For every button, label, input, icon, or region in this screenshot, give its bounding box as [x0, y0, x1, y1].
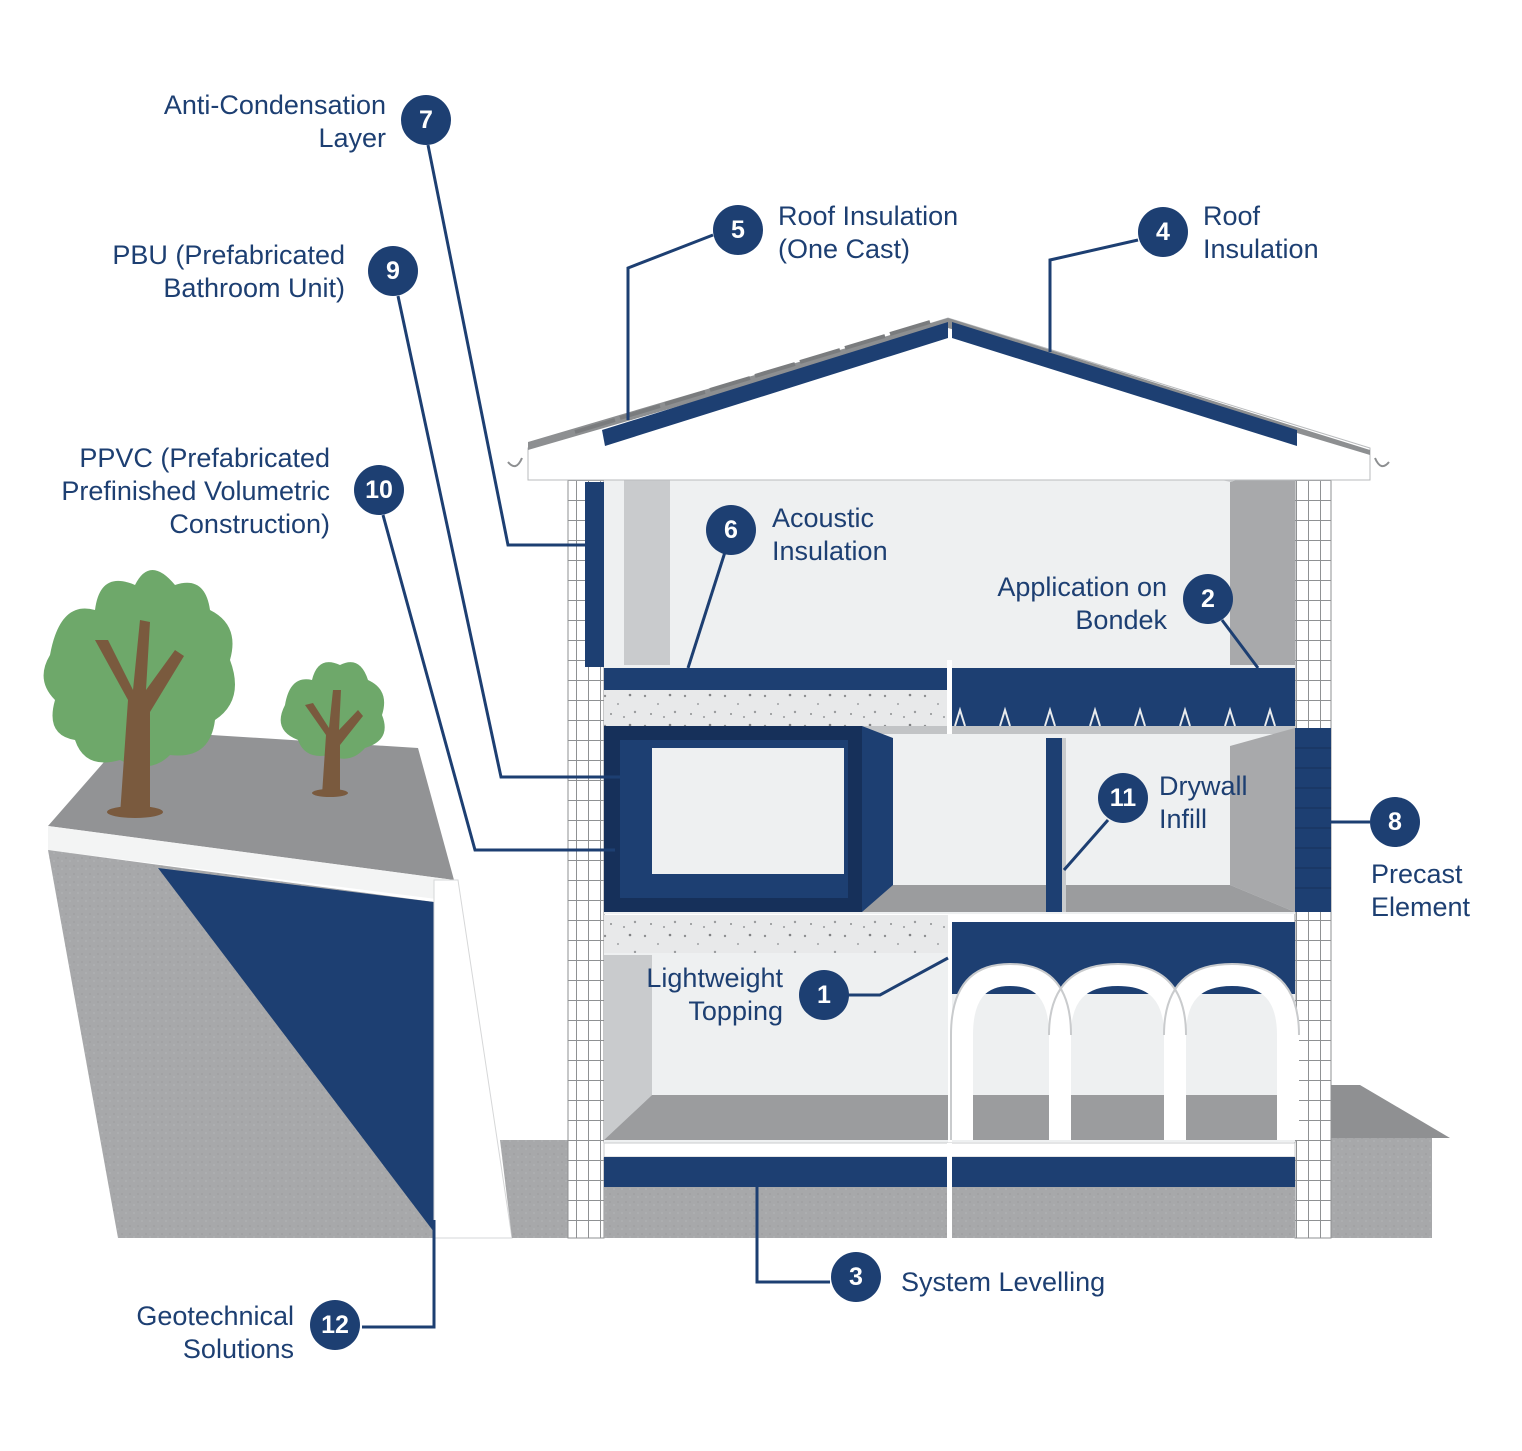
gutter-left	[507, 457, 523, 468]
middle-floor-ground	[862, 885, 1295, 912]
callout-badge-4: 4	[1138, 207, 1188, 257]
callout-label-5: Roof Insulation(One Cast)	[778, 201, 959, 264]
pbu-opening	[652, 748, 844, 874]
callout-badge-5: 5	[713, 205, 763, 255]
house	[507, 317, 1390, 1250]
slab-divider	[947, 660, 952, 1250]
callout-badge-6: 6	[706, 505, 756, 555]
leader-lines	[362, 144, 1370, 1329]
retaining-wall-navy	[158, 868, 434, 1232]
leader-3	[755, 1187, 830, 1284]
lightweight-topping-upper	[604, 690, 948, 726]
callout-badge-2: 2	[1183, 574, 1233, 624]
roof-tiles	[574, 320, 931, 434]
ground-floor-left-side	[604, 955, 652, 1140]
leader-9	[396, 295, 620, 779]
leader-1	[848, 956, 949, 997]
roof-insulation-left	[602, 322, 948, 446]
retaining-wall-white	[433, 879, 513, 1239]
bondek-slab	[952, 668, 1295, 726]
leader-7	[426, 144, 585, 547]
callout-badge-9: 9	[368, 246, 418, 296]
ground-strip-left	[500, 1140, 570, 1238]
attic-right-side	[1230, 462, 1295, 665]
callout-label-3: System Levelling	[901, 1267, 1106, 1297]
bondek-ribs	[954, 706, 1276, 727]
callout-badge-3: 3	[831, 1252, 881, 1302]
arch-vaults	[951, 963, 1299, 1140]
callout-badge-8: 8	[1370, 797, 1420, 847]
embankment	[48, 730, 570, 1239]
roof-eave-white	[527, 317, 1371, 481]
lightweight-topping-lower	[604, 915, 948, 953]
precast-element	[1295, 728, 1331, 912]
embankment-edge	[48, 826, 460, 902]
leader-12	[362, 1220, 436, 1329]
leader-5	[626, 233, 714, 420]
callout-badge-10: 10	[354, 465, 404, 515]
leader-2	[1220, 619, 1260, 669]
callout-badge-12: 12	[310, 1300, 360, 1350]
roof-insulation-right	[952, 322, 1297, 446]
callout-badge-7: 7	[401, 95, 451, 145]
anti-condensation-strip	[585, 482, 604, 667]
drywall-infill-stud	[1046, 738, 1066, 912]
tree-small	[280, 662, 385, 797]
precast-element-grid	[1295, 747, 1331, 889]
leader-4	[1048, 238, 1139, 352]
callout-badge-11: 11	[1098, 773, 1148, 823]
attic-left-side	[624, 458, 670, 665]
leader-6	[686, 551, 727, 669]
ground-floor-floor	[604, 1095, 948, 1140]
callout-badge-1: 1	[799, 970, 849, 1020]
ppvc-module-side	[862, 726, 893, 912]
middle-floor-right-side	[1230, 728, 1295, 912]
right-ground	[1330, 1085, 1450, 1238]
tree-large	[43, 570, 235, 818]
gutter-right	[1374, 457, 1390, 468]
leader-11	[1062, 819, 1110, 871]
acoustic-insulation-slab	[604, 668, 948, 690]
leader-10	[381, 514, 615, 852]
